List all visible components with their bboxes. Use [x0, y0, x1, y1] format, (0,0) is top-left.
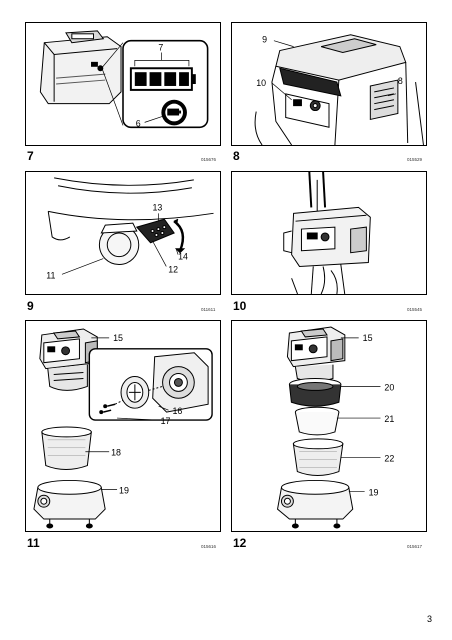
- figure-8-panel: 9 10 8: [231, 22, 427, 146]
- carrying-illustration: [283, 172, 371, 294]
- callout-17: 17: [161, 416, 171, 426]
- battery-indicator-illustration: 7 6: [39, 30, 209, 128]
- figure-number-12: 12: [233, 536, 247, 550]
- callout-20: 20: [384, 382, 394, 392]
- figure-7-panel: 7 6: [25, 22, 221, 146]
- figure-12-panel: 15 20 21 22 19: [231, 320, 427, 532]
- filter-assembly-illustration: 15 20 21 22 19: [276, 326, 394, 529]
- figure-code-12: 015617: [407, 544, 423, 549]
- switch-panel-illustration: 9 10 8: [254, 34, 424, 145]
- figure-number-11: 11: [27, 536, 40, 550]
- callout-15: 15: [113, 333, 123, 343]
- page-number: 3: [426, 614, 432, 624]
- callout-18: 18: [111, 448, 121, 458]
- callout-22: 22: [384, 454, 394, 464]
- figure-code-11: 015616: [201, 544, 217, 549]
- callout-14: 14: [178, 252, 188, 262]
- figure-11-panel: 15 16 17 18 19: [25, 320, 221, 532]
- figure-number-9: 9: [27, 299, 34, 313]
- figure-code-7: 015676: [201, 157, 217, 162]
- figure-number-8: 8: [233, 149, 240, 163]
- figure-code-9: 011611: [201, 307, 216, 312]
- callout-13: 13: [153, 202, 163, 212]
- figure-9-panel: 13 14 11 12: [25, 171, 221, 295]
- callout-12: 12: [168, 264, 178, 274]
- callout-7: 7: [158, 43, 163, 53]
- callout-8: 8: [398, 76, 403, 86]
- figure-code-8: 015529: [407, 157, 423, 162]
- callout-11: 11: [46, 270, 55, 280]
- figure-code-10: 015545: [407, 307, 423, 312]
- callout-10: 10: [256, 78, 266, 88]
- callout-19: 19: [369, 487, 379, 497]
- callout-21: 21: [384, 414, 394, 424]
- callout-19: 19: [119, 485, 129, 495]
- figure-10-panel: [231, 171, 427, 295]
- callout-9: 9: [262, 35, 267, 45]
- caster-lock-illustration: 13 14 11 12: [46, 177, 214, 280]
- callout-16: 16: [172, 406, 182, 416]
- callout-15: 15: [363, 333, 373, 343]
- figure-number-7: 7: [27, 149, 34, 163]
- filter-removal-illustration: 15 16 17 18 19: [33, 328, 213, 529]
- callout-6: 6: [136, 118, 141, 128]
- figure-number-10: 10: [233, 299, 247, 313]
